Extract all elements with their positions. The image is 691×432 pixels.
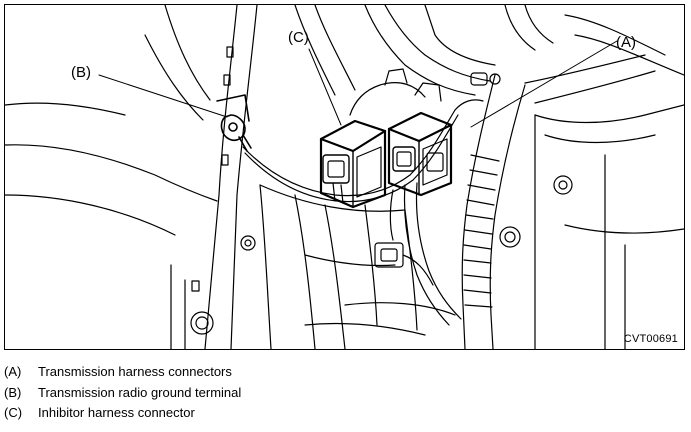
callout-c: (C) — [288, 29, 309, 46]
leader-line-a — [470, 40, 618, 128]
transmission-harness-connector-bodies — [387, 111, 453, 197]
legend-item-b: (B) Transmission radio ground terminal — [4, 383, 241, 404]
leader-line-b — [98, 74, 228, 118]
figure-code: CVT00691 — [623, 333, 678, 345]
legend-text: Transmission harness connectors — [38, 364, 232, 379]
line-drawing — [5, 5, 684, 349]
legend-text: Inhibitor harness connector — [38, 405, 195, 420]
sensor-connector — [374, 242, 434, 286]
legend: (A) Transmission harness connectors (B) Tr… — [4, 362, 241, 424]
legend-key: (C) — [4, 405, 23, 420]
leader-lines — [98, 40, 618, 128]
upper-hoses — [294, 5, 684, 96]
transmission-case — [499, 104, 684, 349]
transmission-body — [240, 184, 456, 349]
callout-a: (A) — [616, 34, 636, 51]
connector-cable — [389, 182, 462, 326]
harness-conduit — [461, 54, 656, 349]
engine-bay-illustration: (A) (B) (C) CVT00691 — [4, 4, 685, 350]
upper-wiring — [349, 68, 501, 116]
inhibitor-connector-body — [319, 119, 387, 209]
ground-terminal — [216, 94, 252, 152]
legend-item-a: (A) Transmission harness connectors — [4, 362, 241, 383]
frame-rail — [5, 5, 258, 349]
legend-text: Transmission radio ground terminal — [38, 384, 242, 400]
legend-key: (A) — [4, 364, 22, 379]
callout-b: (B) — [71, 64, 91, 81]
legend-item-c: (C) Inhibitor harness connector — [4, 403, 241, 424]
legend-key: (B) — [4, 384, 22, 400]
leader-line-c — [308, 48, 342, 126]
